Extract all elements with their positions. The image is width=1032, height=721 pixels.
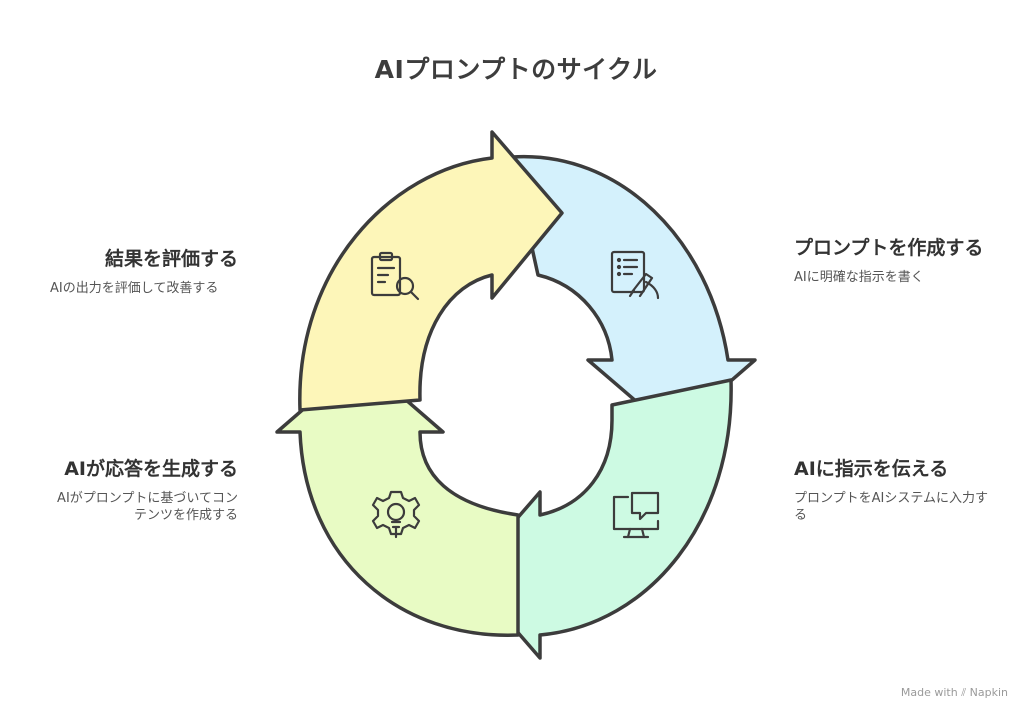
label-evaluate: 結果を評価する AIの出力を評価して改善する	[50, 247, 238, 297]
napkin-brand-text: Napkin	[969, 686, 1008, 699]
segment-generate	[275, 358, 520, 637]
label-evaluate-heading: 結果を評価する	[104, 248, 238, 270]
segment-instruct	[466, 378, 733, 660]
made-with-footer[interactable]: Made with ⫽ Napkin	[901, 686, 1008, 700]
label-instruct-heading: AIに指示を伝える	[794, 458, 949, 480]
diagram-title: AIプロンプトのサイクル	[374, 55, 658, 84]
label-evaluate-description: AIの出力を評価して改善する	[50, 281, 219, 296]
document-pen-icon	[610, 250, 660, 300]
gear-bulb-icon	[371, 490, 421, 539]
label-create: プロンプトを作成する AIに明確な指示を書く	[794, 236, 994, 286]
label-instruct-description: プロンプトをAIシステムに入力する	[794, 491, 988, 523]
segment-evaluate	[298, 130, 564, 412]
label-create-description: AIに明確な指示を書く	[794, 270, 924, 285]
made-with-text: Made with	[900, 686, 958, 699]
monitor-chat-icon	[612, 491, 660, 539]
label-generate-description: AIがプロンプトに基づいてコンテンツを作成する	[57, 491, 238, 523]
segment-create	[510, 154, 757, 434]
label-generate-heading: AIが応答を生成する	[64, 458, 238, 480]
napkin-logo-icon: ⫽	[961, 686, 967, 699]
clipboard-search-icon	[370, 251, 420, 301]
label-instruct: AIに指示を伝える プロンプトをAIシステムに入力する	[794, 457, 994, 524]
label-generate: AIが応答を生成する AIがプロンプトに基づいてコンテンツを作成する	[30, 457, 238, 524]
label-create-heading: プロンプトを作成する	[794, 237, 984, 259]
